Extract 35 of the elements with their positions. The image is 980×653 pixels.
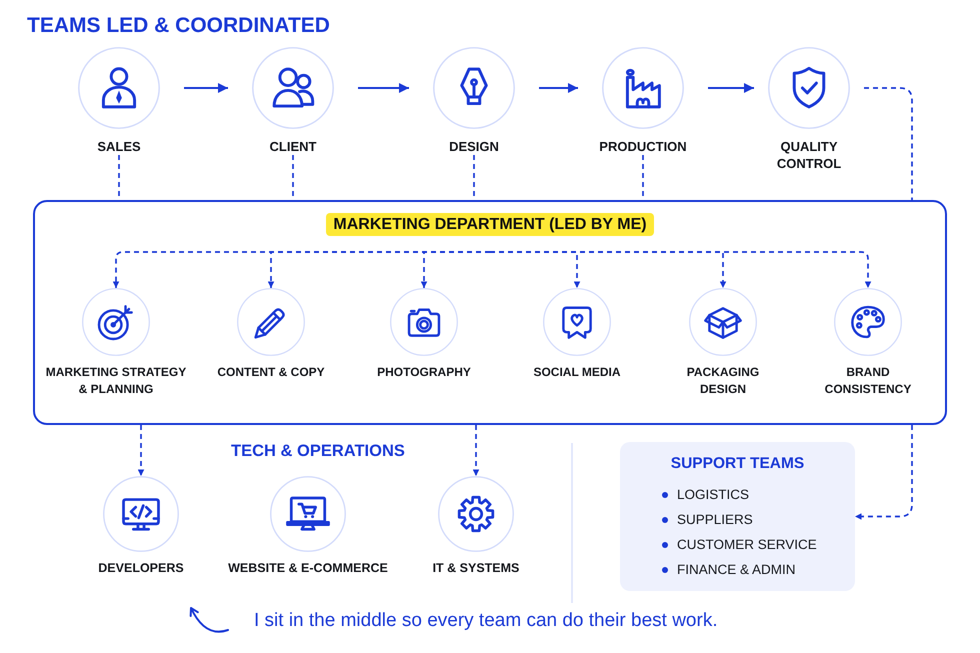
node-label: PHOTOGRAPHY bbox=[377, 364, 471, 381]
caption: I sit in the middle so every team can do their best work. bbox=[254, 609, 718, 633]
node-label: MARKETING STRATEGY & PLANNING bbox=[44, 364, 188, 398]
node-label: IT & SYSTEMS bbox=[432, 560, 520, 577]
dashed-arrow bbox=[490, 251, 872, 288]
highlighted-heading: MARKETING DEPARTMENT (LED BY ME) bbox=[326, 213, 654, 236]
panel-heading: SUPPORT TEAMS bbox=[670, 454, 806, 474]
dashed-arrow bbox=[855, 425, 913, 520]
list-item: SUPPLIERS bbox=[677, 511, 753, 528]
node-label: QUALITY CONTROL bbox=[776, 138, 842, 172]
arrow bbox=[184, 83, 228, 93]
node-label: DEVELOPERS bbox=[98, 560, 184, 577]
node-label: BRAND CONSISTENCY bbox=[824, 364, 912, 398]
node-label: SOCIAL MEDIA bbox=[533, 364, 621, 381]
dashed-arrow bbox=[138, 425, 144, 476]
dashed-arrow bbox=[472, 425, 480, 476]
diagram-title: TEAMS LED & COORDINATED bbox=[27, 13, 330, 39]
list-item: LOGISTICS bbox=[677, 486, 750, 503]
dashed-connector-line bbox=[864, 87, 913, 200]
arrow bbox=[708, 83, 754, 93]
arrow bbox=[358, 83, 409, 93]
support-panel bbox=[620, 442, 855, 591]
node-label: SALES bbox=[97, 138, 141, 155]
node-label: PACKAGING DESIGN bbox=[686, 364, 760, 398]
node-label: CONTENT & COPY bbox=[217, 364, 325, 381]
node-label: PRODUCTION bbox=[599, 138, 687, 155]
dashed-arrow bbox=[420, 251, 490, 288]
arrow bbox=[539, 83, 578, 93]
section-heading: TECH & OPERATIONS bbox=[231, 441, 405, 461]
node-label: CLIENT bbox=[270, 138, 316, 155]
node-label: WEBSITE & E-COMMERCE bbox=[228, 560, 388, 577]
department-panel bbox=[33, 200, 947, 425]
list-item: CUSTOMER SERVICE bbox=[677, 536, 817, 553]
node-label: DESIGN bbox=[449, 138, 499, 155]
list-item: FINANCE & ADMIN bbox=[677, 561, 796, 578]
